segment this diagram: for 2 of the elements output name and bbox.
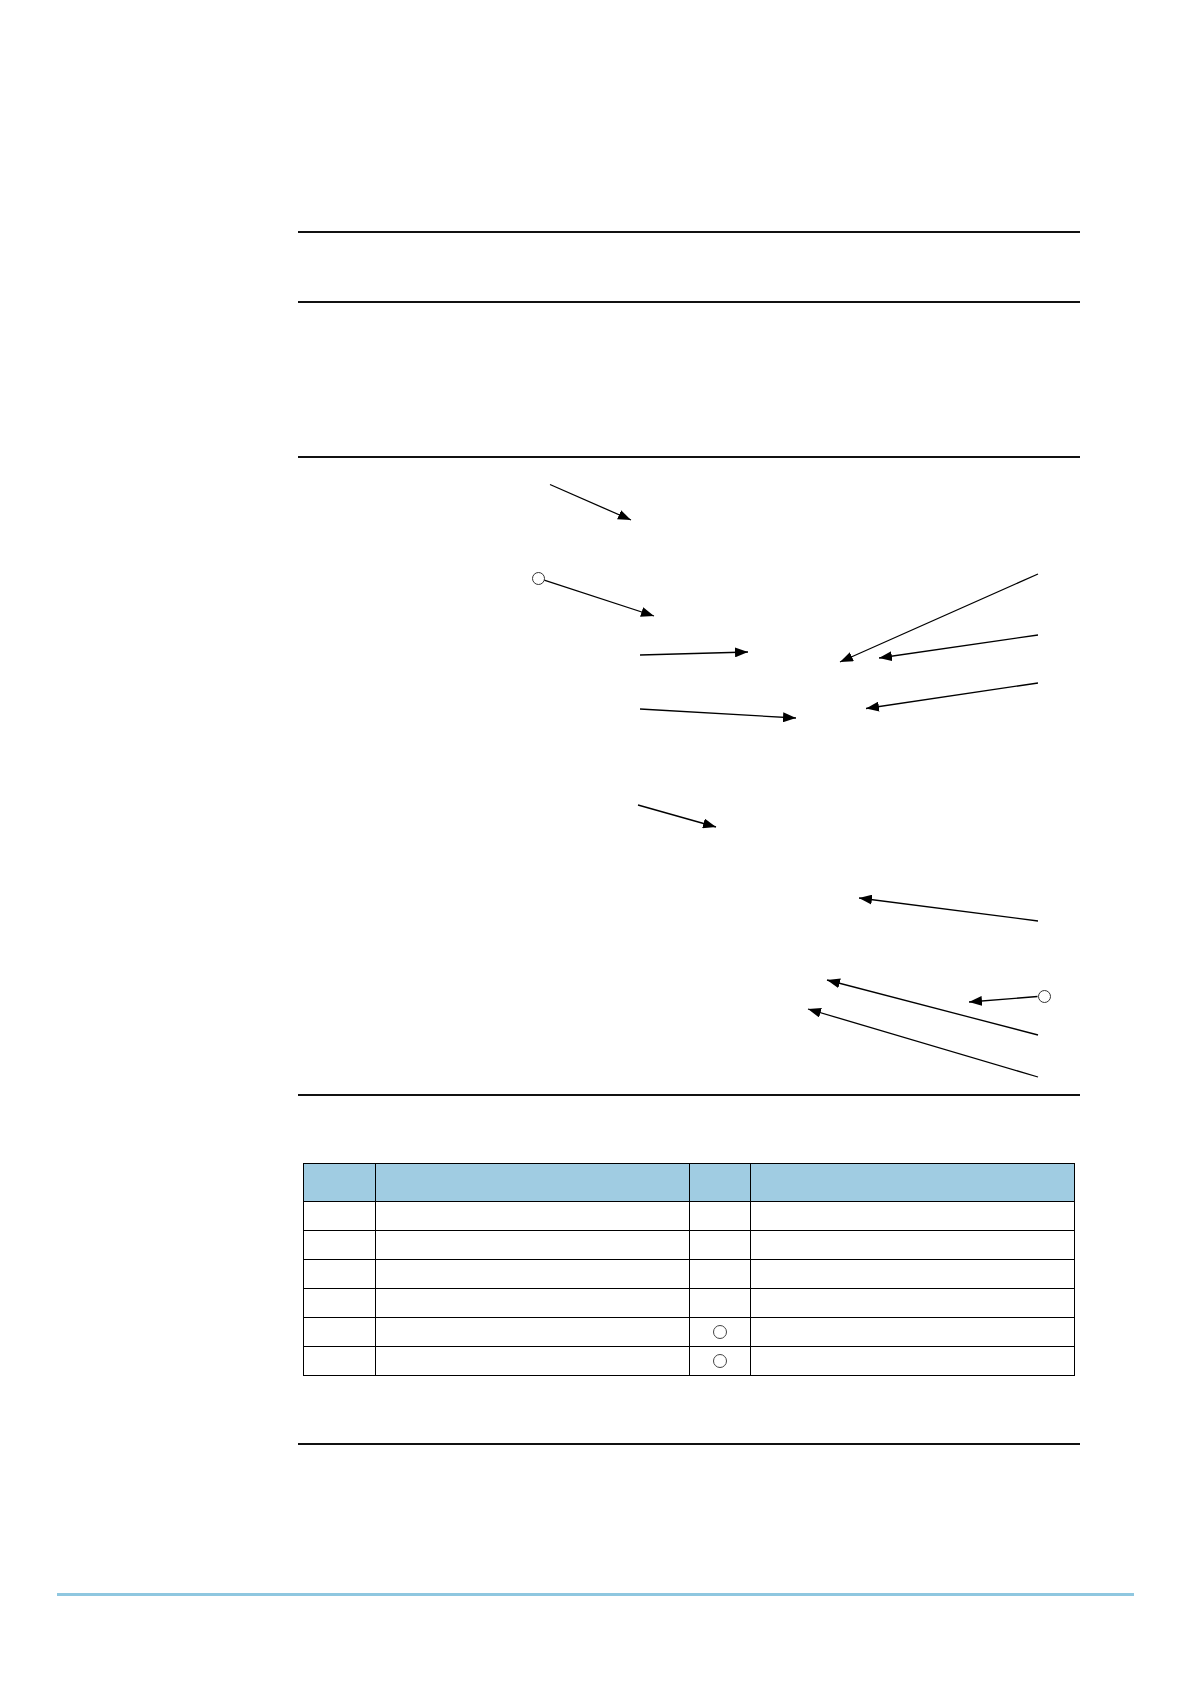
- leader-arrow: [968, 995, 1039, 1006]
- leader-arrow: [543, 579, 655, 617]
